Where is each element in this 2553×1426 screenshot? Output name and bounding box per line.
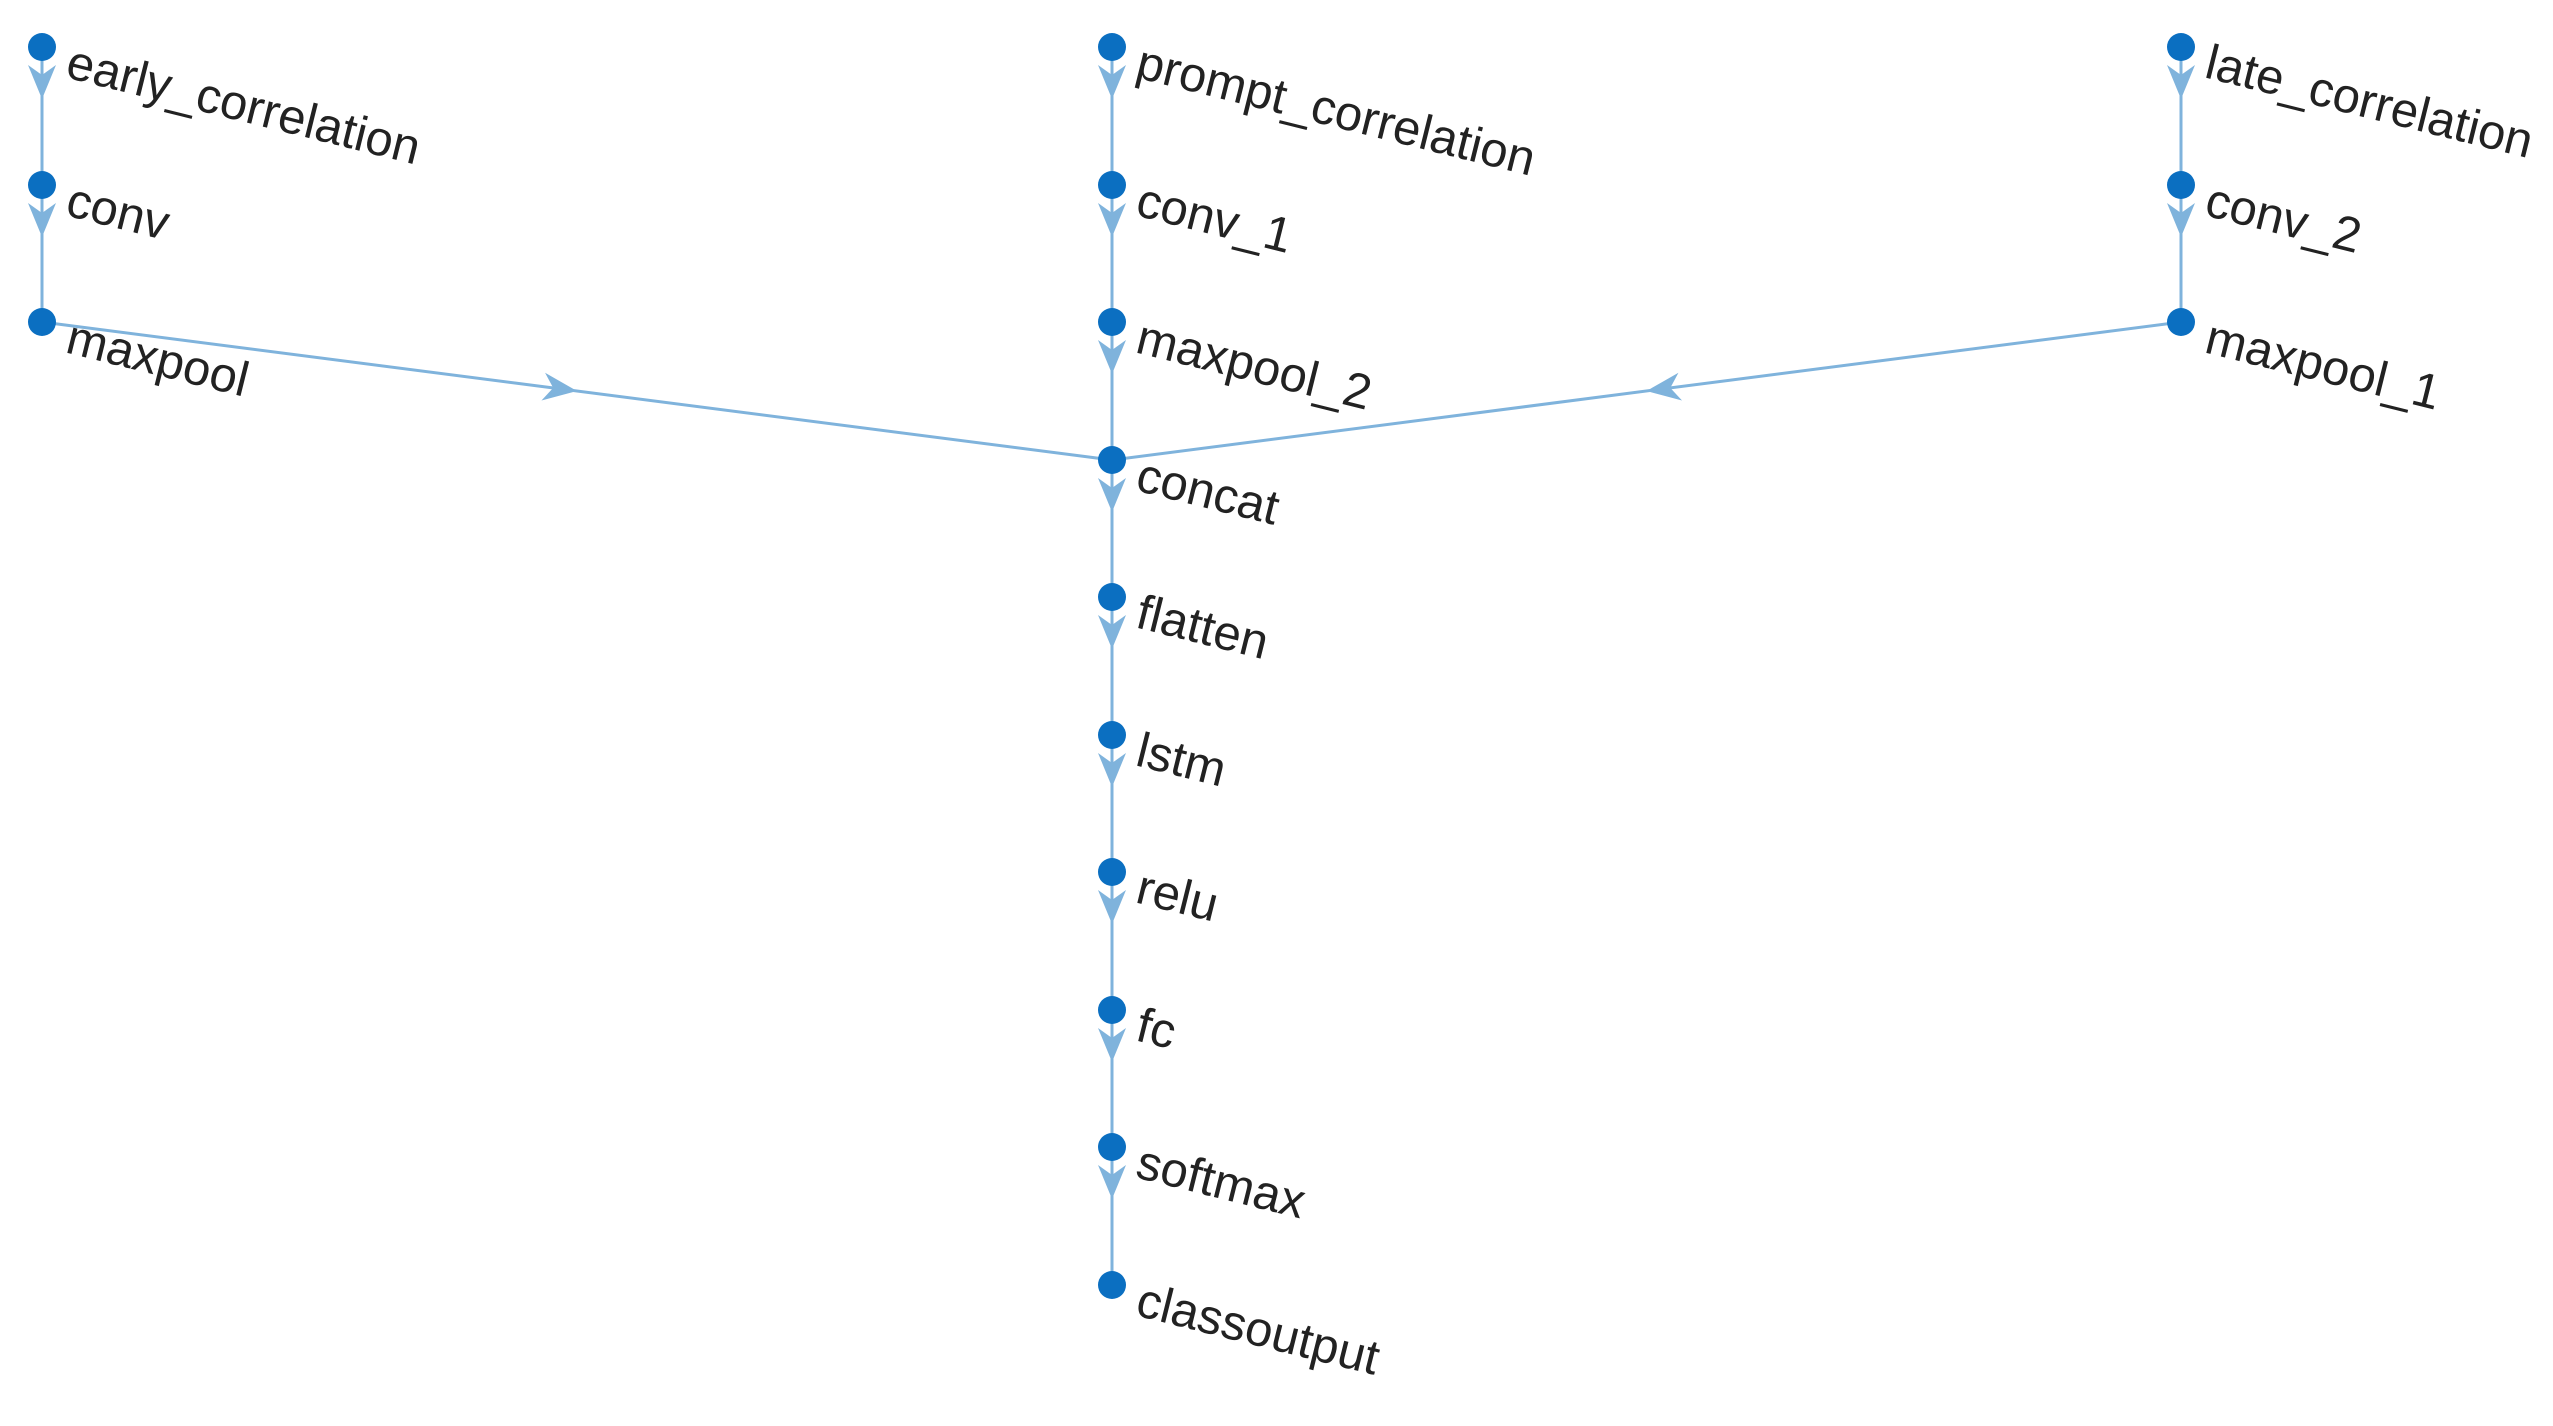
arrowhead-conv_2-to-maxpool_1 (2167, 203, 2195, 237)
node-label-conv: conv (61, 173, 175, 251)
node-dot-concat (1098, 446, 1126, 474)
arrowhead-conv_1-to-maxpool_2 (1098, 203, 1126, 237)
node-dot-conv (28, 171, 56, 199)
node-maxpool_1: maxpool_1 (2167, 308, 2446, 421)
node-maxpool: maxpool (28, 308, 254, 407)
arrowhead-fc-to-softmax (1098, 1028, 1126, 1062)
edges-layer (28, 47, 2195, 1285)
node-label-early_correlation: early_correlation (61, 35, 426, 175)
node-late_correlation: late_correlation (2167, 33, 2538, 169)
node-early_correlation: early_correlation (28, 33, 426, 175)
arrowhead-maxpool-to-concat (541, 372, 577, 401)
node-dot-maxpool (28, 308, 56, 336)
node-dot-flatten (1098, 583, 1126, 611)
node-label-maxpool_2: maxpool_2 (1131, 310, 1377, 420)
node-maxpool_2: maxpool_2 (1098, 308, 1377, 421)
arrowhead-relu-to-fc (1098, 890, 1126, 924)
node-prompt_correlation: prompt_correlation (1098, 33, 1541, 187)
arrowhead-prompt_correlation-to-conv_1 (1098, 65, 1126, 99)
arrowhead-concat-to-flatten (1098, 478, 1126, 512)
node-label-late_correlation: late_correlation (2200, 35, 2538, 168)
node-relu: relu (1098, 858, 1224, 932)
node-softmax: softmax (1098, 1133, 1311, 1229)
node-dot-relu (1098, 858, 1126, 886)
node-label-fc: fc (1131, 998, 1181, 1060)
arrowhead-softmax-to-classoutput (1098, 1165, 1126, 1199)
node-dot-conv_2 (2167, 171, 2195, 199)
arrowhead-early_correlation-to-conv (28, 65, 56, 99)
arrowhead-lstm-to-relu (1098, 753, 1126, 787)
node-dot-softmax (1098, 1133, 1126, 1161)
arrowhead-late_correlation-to-conv_2 (2167, 65, 2195, 99)
node-dot-early_correlation (28, 33, 56, 61)
node-conv_1: conv_1 (1098, 171, 1298, 264)
node-dot-prompt_correlation (1098, 33, 1126, 61)
node-dot-fc (1098, 996, 1126, 1024)
node-label-concat: concat (1131, 448, 1285, 535)
arrowhead-conv-to-maxpool (28, 203, 56, 237)
node-dot-maxpool_2 (1098, 308, 1126, 336)
arrowhead-maxpool_1-to-concat (1646, 372, 1683, 401)
node-dot-classoutput (1098, 1271, 1126, 1299)
node-label-softmax: softmax (1131, 1135, 1311, 1229)
node-label-lstm: lstm (1131, 723, 1231, 797)
node-classoutput: classoutput (1098, 1271, 1385, 1386)
edge-maxpool_1-to-concat (1111, 320, 2182, 462)
node-dot-maxpool_1 (2167, 308, 2195, 336)
node-label-relu: relu (1131, 860, 1223, 932)
node-label-flatten: flatten (1131, 585, 1274, 670)
node-dot-conv_1 (1098, 171, 1126, 199)
node-label-maxpool_1: maxpool_1 (2200, 310, 2446, 420)
node-dot-lstm (1098, 721, 1126, 749)
arrowhead-maxpool_2-to-concat (1098, 340, 1126, 374)
node-label-classoutput: classoutput (1131, 1273, 1385, 1385)
node-conv_2: conv_2 (2167, 171, 2367, 264)
node-flatten: flatten (1098, 583, 1274, 670)
node-label-maxpool: maxpool (61, 310, 254, 407)
node-label-prompt_correlation: prompt_correlation (1131, 35, 1540, 186)
node-dot-late_correlation (2167, 33, 2195, 61)
node-label-conv_2: conv_2 (2200, 173, 2366, 264)
arrowhead-flatten-to-lstm (1098, 615, 1126, 649)
node-label-conv_1: conv_1 (1131, 173, 1297, 264)
